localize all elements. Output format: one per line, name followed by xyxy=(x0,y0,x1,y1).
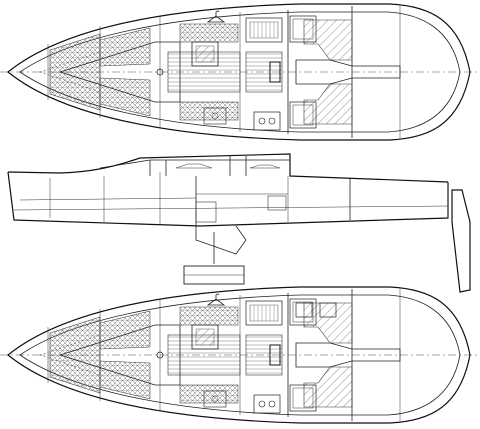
profile-view xyxy=(7,153,471,293)
deck-plan-upper xyxy=(0,3,480,141)
deck-plan-lower xyxy=(0,286,480,424)
